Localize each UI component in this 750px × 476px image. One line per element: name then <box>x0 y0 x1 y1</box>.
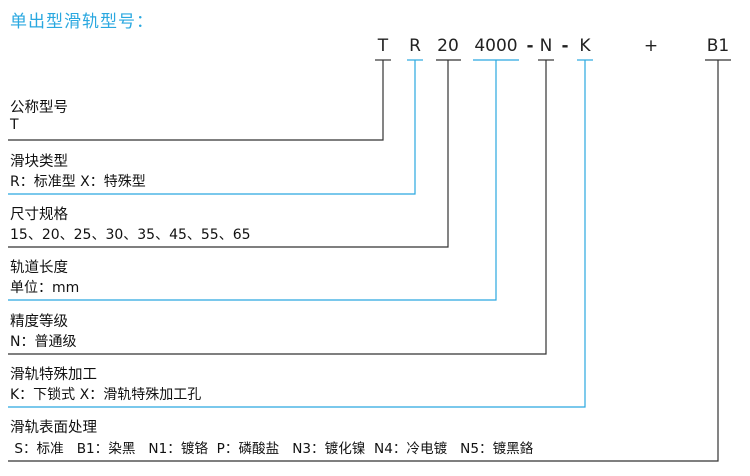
item-value-accuracy-grade: N：普通级 <box>10 334 77 350</box>
item-value-nominal-model: T <box>10 117 19 133</box>
code-dash-2: - <box>561 36 569 56</box>
leader-K <box>8 60 586 408</box>
item-value-special-machining: K：下锁式 X：滑轨特殊加工孔 <box>10 387 202 403</box>
code-dash-1: - <box>526 36 534 56</box>
leader-N <box>8 60 547 355</box>
code-T: T <box>377 36 389 56</box>
code-R: R <box>409 36 421 56</box>
leader-4000 <box>8 60 497 301</box>
leader-B1 <box>8 60 719 462</box>
code-K: K <box>579 36 591 56</box>
item-label-special-machining: 滑轨特殊加工 <box>10 367 97 383</box>
code-20: 20 <box>437 36 459 56</box>
item-value-size-spec: 15、20、25、30、35、45、55、65 <box>10 227 251 243</box>
item-value-slider-type: R：标准型 X：特殊型 <box>10 174 146 190</box>
code-plus: + <box>643 36 659 56</box>
leader-R <box>8 60 416 195</box>
item-label-surface-treatment: 滑轨表面处理 <box>10 420 97 436</box>
item-label-rail-length: 轨道长度 <box>10 260 68 276</box>
code-4000: 4000 <box>474 36 518 56</box>
leader-20 <box>8 60 449 248</box>
leader-T <box>8 60 384 141</box>
code-B1: B1 <box>706 36 730 56</box>
item-value-surface-treatment: S：标准 B1：染黑 N1：镀铬 P：磷酸盐 N3：镀化镍 N4：冷电镀 N5：… <box>10 441 534 457</box>
item-label-slider-type: 滑块类型 <box>10 154 68 170</box>
item-label-nominal-model: 公称型号 <box>10 100 68 116</box>
code-N: N <box>539 36 553 56</box>
item-label-accuracy-grade: 精度等级 <box>10 314 68 330</box>
item-label-size-spec: 尺寸规格 <box>10 207 68 223</box>
item-value-rail-length: 单位：mm <box>10 280 80 296</box>
diagram-title: 单出型滑轨型号： <box>10 12 154 32</box>
